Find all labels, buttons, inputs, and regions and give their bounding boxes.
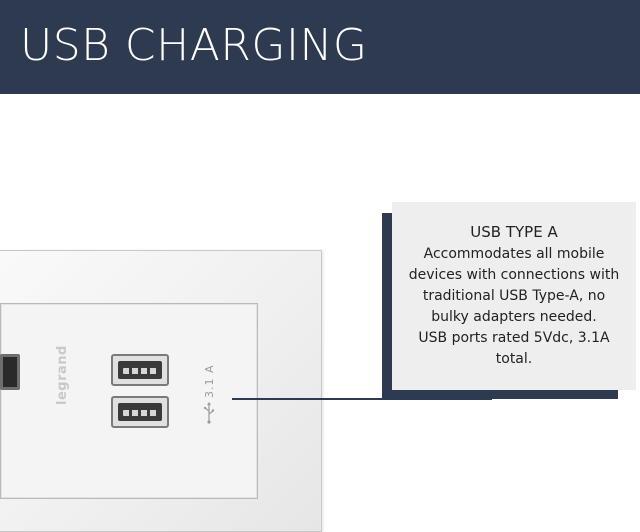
callout-line-3: traditional USB Type-A, no	[422, 288, 606, 304]
callout-line-6: total.	[495, 351, 533, 367]
rating-label: 3.1 A	[203, 364, 216, 398]
callout-line-5: USB ports rated 5Vdc, 3.1A	[418, 330, 610, 346]
page-title: USB CHARGING	[20, 20, 368, 71]
usb-port-bottom	[111, 396, 169, 428]
usb-trident-icon	[204, 402, 215, 424]
usb-port-top	[111, 354, 169, 386]
callout-line-1: Accommodates all mobile	[423, 246, 605, 262]
callout-description: Accommodates all mobile devices with con…	[396, 244, 632, 370]
callout-line-4: bulky adapters needed.	[431, 309, 597, 325]
callout-line-2: devices with connections with	[408, 267, 620, 283]
outlet-slot	[0, 354, 20, 390]
callout-pointer-line	[232, 398, 492, 400]
header-banner: USB CHARGING	[0, 0, 640, 94]
brand-logo-text: legrand	[55, 345, 70, 405]
callout-box	[392, 202, 636, 390]
callout-title: USB TYPE A	[470, 223, 558, 241]
